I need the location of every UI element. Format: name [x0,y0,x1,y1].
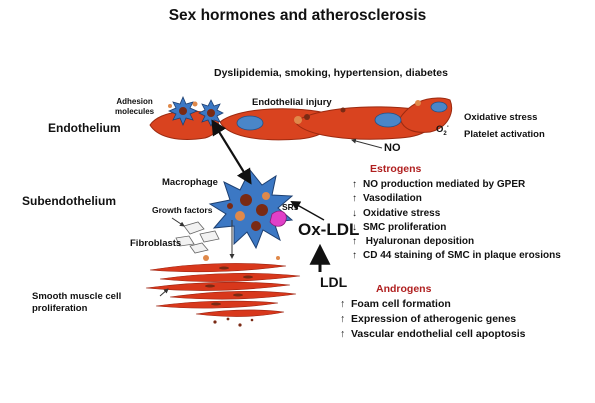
page-title: Sex hormones and atherosclerosis [168,7,427,24]
nucleus [430,101,448,113]
nucleus [236,115,264,131]
scavenger-receptor [269,210,287,227]
list-item: ↑Vascular endothelial cell apoptosis [340,328,526,340]
debris [203,255,280,327]
androgens-effects-list: ↑Foam cell formation ↑Expression of athe… [340,297,525,342]
particle [304,114,310,120]
fibroblasts [175,221,220,254]
adhesion-molecules-label: Adhesion molecules [115,97,155,116]
particle [294,116,302,124]
smooth-muscle-cells [145,263,301,317]
particle [340,107,346,113]
nucleus [374,112,402,128]
list-item: ↑CD 44 staining of SMC in plaque erosion… [352,250,561,262]
arrow-smc-label [159,288,169,297]
growth-factors-label: Growth factors [152,205,213,215]
estrogens-heading: Estrogens [370,163,422,175]
arrow-endothelium-macrophage [211,119,252,185]
list-item: ↑Expression of atherogenic genes [340,313,517,325]
superoxide-label: O2- [436,124,449,138]
list-item: ↑Vasodilation [352,193,422,205]
endothelium-label: Endothelium [48,121,121,135]
list-item: ↑Foam cell formation [340,298,451,310]
list-item: ↑ Hyaluronan deposition [352,236,475,248]
macrophage-label: Macrophage [162,177,218,188]
oxidative-stress-label: Oxidative stress [464,112,538,123]
smc-nuclei [205,266,253,306]
macrophage-cell [208,169,294,250]
no-label: NO [384,142,401,154]
platelet-activation-label: Platelet activation [464,129,545,140]
androgens-heading: Androgens [376,283,432,295]
subendothelium-label: Subendothelium [22,194,116,208]
fibroblasts-label: Fibroblasts [130,238,182,249]
arrow-no [351,138,383,149]
estrogens-effects-list: ↑NO production mediated by GPER ↑Vasodil… [352,178,561,264]
list-item: ↓SMC proliferation [352,221,447,233]
ldl-label: LDL [320,274,348,290]
list-item: ↑NO production mediated by GPER [352,179,526,190]
endothelial-injury-label: Endothelial injury [252,97,332,108]
particle [415,100,421,106]
arrow-oxldl-macrophage [290,201,325,221]
arrow-growth-fibroblasts [171,217,185,227]
ox-ldl-label: Ox-LDL [298,220,360,239]
srs-label: SRs [282,202,299,212]
smc-proliferation-label: Smooth muscle cell proliferation [32,291,122,314]
list-item: ↓Oxidative stress [352,207,441,219]
risk-factors: Dyslipidemia, smoking, hypertension, dia… [214,67,448,79]
